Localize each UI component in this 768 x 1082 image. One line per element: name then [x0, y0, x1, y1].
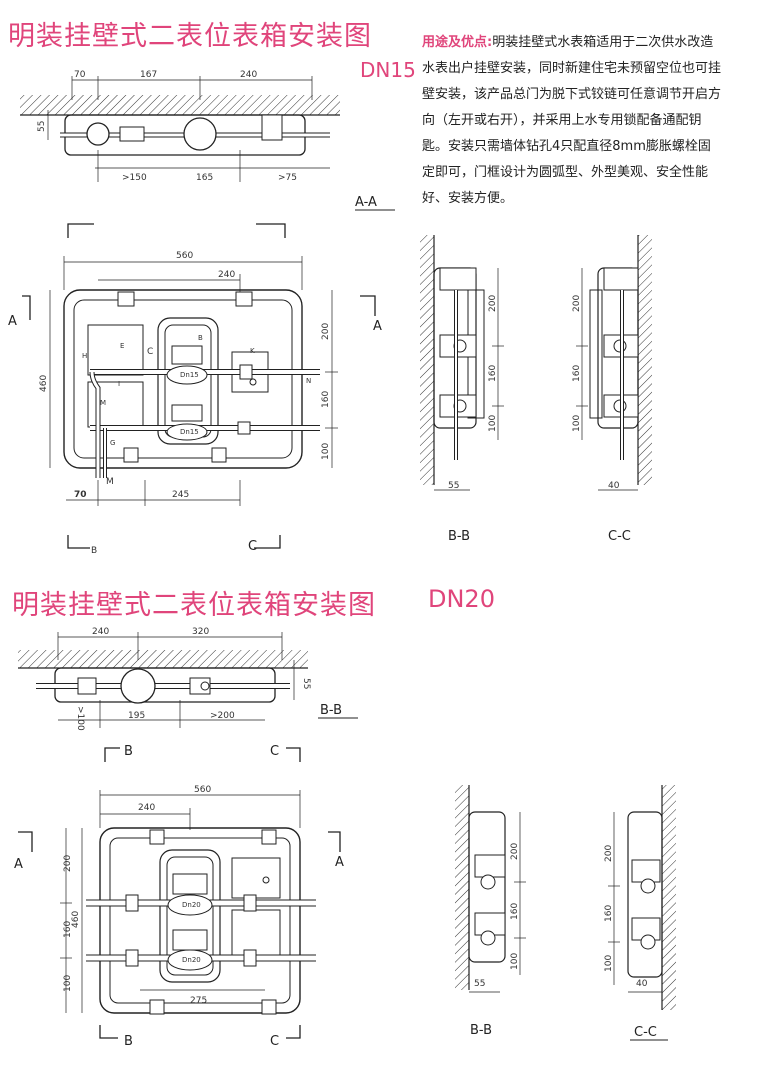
dn15-part-n: N: [306, 377, 311, 385]
dn20-bb-side-view: 200 160 100 55 B-B: [455, 785, 526, 1038]
dn15-part-m2: M: [106, 477, 114, 487]
dn20-cc-dim-100: 100: [604, 955, 614, 972]
dn20-v-dim-100: 100: [63, 975, 73, 992]
dn15-bb-dim-160: 160: [488, 365, 498, 382]
dn15-width-240: 240: [218, 270, 235, 280]
dn20-top-view: 240 320 55 >100 195 >200 B-B: [18, 627, 358, 731]
dn15-bb-dim-200: 200: [488, 295, 498, 312]
dn20-cc-dim-200: 200: [604, 845, 614, 862]
dn15-meter-label-1: Dn15: [180, 371, 199, 379]
dn20-bottom-dim-195: 195: [128, 711, 145, 721]
dn15-bottom-245: 245: [172, 490, 189, 500]
dn15-cc-side-view: 200 160 100 40 C-C: [572, 235, 652, 544]
dn20-cut-c-top: C: [270, 744, 279, 759]
dn20-width-560: 560: [194, 785, 211, 795]
dn15-front-view: B C A A Dn15 Dn15 B E C: [8, 223, 382, 556]
dn20-cut-b-top: B: [124, 744, 133, 759]
dn15-part-b: B: [198, 334, 203, 342]
dn20-bb-dim-160: 160: [510, 903, 520, 920]
dn15-top-side-dim: 55: [37, 121, 47, 132]
dn20-cc-label: C-C: [634, 1025, 657, 1040]
dn20-bottom-275: 275: [190, 996, 207, 1006]
dn20-bb-bottom: 55: [474, 979, 485, 989]
dn20-bb-label: B-B: [470, 1023, 492, 1038]
dn15-height-460: 460: [39, 375, 49, 392]
dn20-meter-label-1: Dn20: [182, 901, 201, 909]
dn15-cc-dim-200: 200: [572, 295, 582, 312]
dn15-section-aa: A-A: [355, 195, 377, 210]
dn20-bottom-dim-100: >100: [75, 706, 85, 731]
dn15-bb-label: B-B: [448, 529, 470, 544]
dn15-box-outer: [63, 289, 303, 469]
dn15-top-dim-240: 240: [240, 70, 257, 80]
dn15-part-c: C: [147, 347, 153, 357]
dn20-cut-a-right: A: [335, 855, 344, 870]
dn15-cc-dim-100: 100: [572, 415, 582, 432]
dn20-cut-c-bottom: C: [270, 1034, 279, 1049]
dn15-bottom-dim-75: >75: [278, 173, 297, 183]
dn20-v-dim-160: 160: [63, 921, 73, 938]
dn15-bb-dim-100: 100: [488, 415, 498, 432]
dn20-top-dim-320: 320: [192, 627, 209, 637]
dn15-part-k: K: [250, 347, 255, 355]
dn20-bb-dim-200: 200: [510, 843, 520, 860]
dn15-bottom-dim-150: >150: [122, 173, 147, 183]
dn20-cut-a-left: A: [14, 857, 23, 872]
usage-text: 明装挂壁式水表箱适用于二次供水改造水表出户挂壁安装，同时新建住宅未预留空位也可挂…: [422, 35, 722, 206]
dn20-section-bb: B-B: [320, 703, 342, 718]
dn15-v-dim-200: 200: [321, 323, 331, 340]
dn15-cut-a-right: A: [373, 319, 382, 334]
dn15-cut-a-left: A: [8, 314, 17, 329]
dn20-cut-b-bottom: B: [124, 1034, 133, 1049]
dn15-part-g: G: [110, 439, 115, 447]
dn15-v-dim-100: 100: [321, 443, 331, 460]
dn15-part-m: M: [100, 399, 106, 407]
usage-description: 用途及优点:明装挂壁式水表箱适用于二次供水改造水表出户挂壁安装，同时新建住宅未预…: [422, 30, 722, 212]
dn15-title: 明装挂壁式二表位表箱安装图: [8, 21, 372, 52]
dn15-size-label: DN15: [360, 58, 416, 82]
dn15-cc-label: C-C: [608, 529, 631, 544]
dn15-top-wall: [20, 95, 340, 115]
dn15-top-view: 70 167 240 55 >150 165 >75 A-A: [20, 70, 395, 211]
usage-heading: 用途及优点:: [422, 35, 493, 50]
dn15-cc-dim-160: 160: [572, 365, 582, 382]
dn20-title: 明装挂壁式二表位表箱安装图: [12, 590, 376, 621]
dn15-bb-bottom: 55: [448, 481, 459, 491]
dn15-cut-b: B: [91, 546, 97, 556]
dn15-bb-side-view: 200 160 100 55 B-B: [420, 235, 504, 544]
dn15-bottom-70: 70: [74, 490, 87, 500]
dn15-cut-c: C: [248, 539, 257, 554]
dn20-meter-label-2: Dn20: [182, 956, 201, 964]
dn15-top-dim-167: 167: [140, 70, 157, 80]
dn20-size-label: DN20: [428, 585, 495, 613]
dn20-top-side-dim: 55: [301, 678, 311, 689]
dn20-v-dim-200: 200: [63, 855, 73, 872]
dn20-cc-side-view: 200 160 100 40 C-C: [604, 785, 676, 1041]
dn15-width-560: 560: [176, 251, 193, 261]
dn20-top-dim-240: 240: [92, 627, 109, 637]
dn15-part-h: H: [82, 352, 87, 360]
dn20-cc-dim-160: 160: [604, 905, 614, 922]
dn15-part-e: E: [120, 342, 124, 350]
dn20-bb-dim-100: 100: [510, 953, 520, 970]
dn15-bottom-dim-165: 165: [196, 173, 213, 183]
dn20-height-460: 460: [71, 911, 81, 928]
dn15-meter-label-2: Dn15: [180, 428, 199, 436]
dn15-cc-bottom: 40: [608, 481, 620, 491]
dn15-top-dim-70: 70: [74, 70, 86, 80]
dn20-bottom-dim-200: >200: [210, 711, 235, 721]
dn20-cc-bottom: 40: [636, 979, 648, 989]
dn20-width-240: 240: [138, 803, 155, 813]
dn20-front-view: B C B C A A Dn20 Dn20: [14, 744, 344, 1049]
dn15-v-dim-160: 160: [321, 391, 331, 408]
dn15-part-i: I: [118, 380, 120, 388]
